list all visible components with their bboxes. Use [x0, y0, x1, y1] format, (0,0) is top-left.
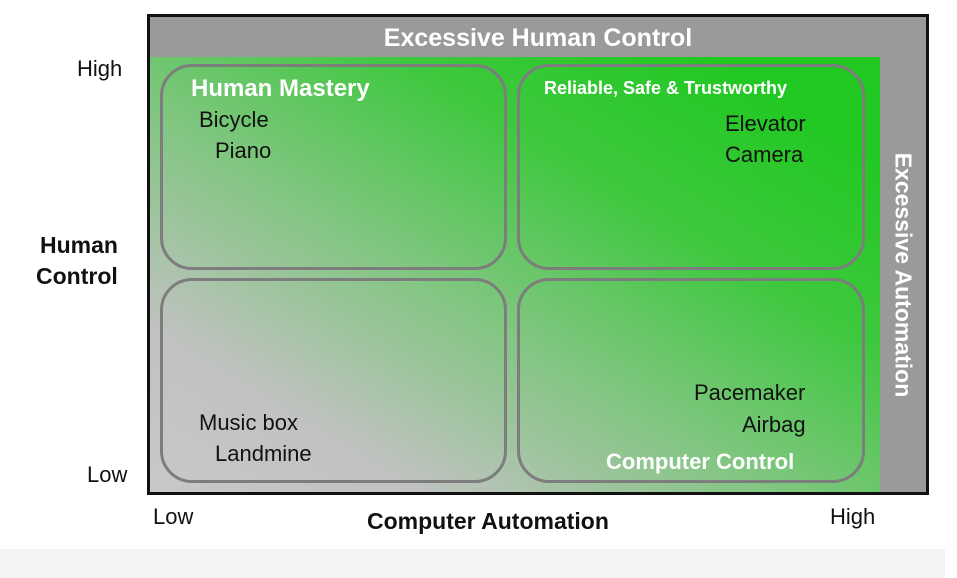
quadrant-item: Piano — [215, 138, 272, 163]
quadrant-item: Landmine — [215, 441, 312, 466]
quadrant-diagram: Excessive Human Control Excessive Automa… — [147, 14, 929, 495]
quadrant-bottom-left: Music box Landmine — [160, 278, 507, 483]
y-axis-low-label: Low — [87, 462, 128, 487]
quadrant-item: Airbag — [742, 412, 806, 437]
quadrant-item: Elevator — [725, 111, 806, 136]
footer-strip — [0, 549, 945, 578]
quadrant-item: Music box — [199, 410, 299, 435]
quadrant-human-mastery: Human Mastery Bicycle Piano — [160, 64, 507, 270]
excessive-human-control-band: Excessive Human Control — [150, 17, 926, 57]
x-axis-high-label: High — [830, 504, 876, 529]
y-axis-label-line2: Control — [36, 263, 118, 289]
x-axis-low-label: Low — [153, 504, 194, 529]
quadrant-title: Computer Control — [606, 449, 795, 474]
x-axis-label: Computer Automation — [367, 508, 609, 534]
y-axis-high-label: High — [77, 56, 123, 81]
quadrant-item: Bicycle — [199, 107, 269, 132]
quadrant-title: Human Mastery — [191, 75, 370, 102]
excessive-human-control-label: Excessive Human Control — [383, 24, 693, 52]
y-axis-label-line1: Human — [40, 232, 118, 258]
excessive-automation-label: Excessive Automation — [890, 152, 917, 397]
quadrant-title: Reliable, Safe & Trustworthy — [544, 78, 788, 98]
quadrant-computer-control: Pacemaker Airbag Computer Control — [517, 278, 865, 483]
quadrant-reliable-safe-trustworthy: Reliable, Safe & Trustworthy Elevator Ca… — [517, 64, 865, 270]
quadrant-item: Pacemaker — [694, 380, 806, 405]
quadrant-item: Camera — [725, 142, 804, 167]
excessive-automation-band: Excessive Automation — [880, 57, 926, 492]
